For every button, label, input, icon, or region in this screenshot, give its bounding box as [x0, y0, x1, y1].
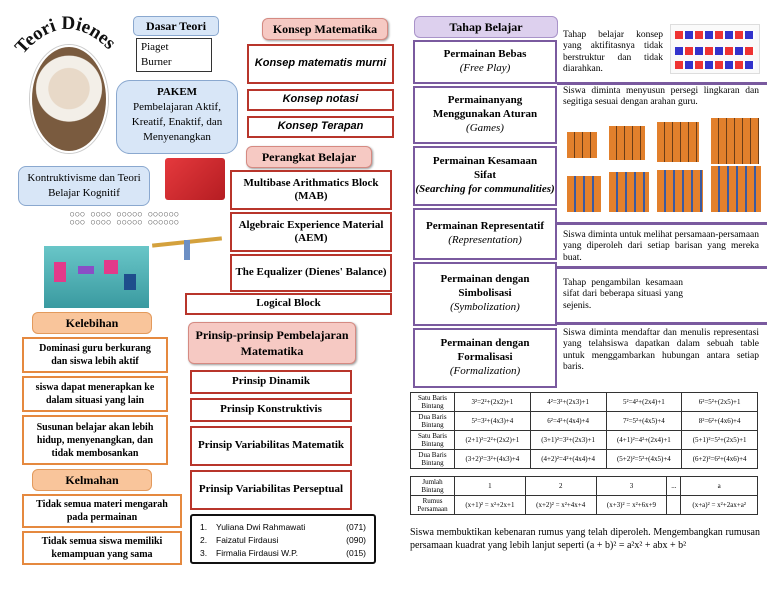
dot-pattern-image: ○○○ ○○○○ ○○○○○ ○○○○○○○○○ ○○○○ ○○○○○ ○○○○…: [70, 210, 180, 226]
kelemahan-heading: Kelmahan: [32, 469, 152, 491]
stage-desc: Siswa diminta menyusun persegi lingkaran…: [563, 86, 759, 108]
stage-desc: Siswa diminta untuk melihat persamaan-pe…: [563, 230, 759, 263]
dasar-teori-heading: Dasar Teori: [133, 16, 219, 36]
balance-image: [151, 222, 223, 262]
logical-block-image: [44, 246, 149, 308]
prinsip-item: Prinsip Dinamik: [190, 370, 352, 394]
prinsip-heading: Prinsip-prinsip Pembelajaran Matematika: [188, 322, 356, 364]
stage-box: Permainan Representatif(Representation): [413, 208, 557, 260]
perangkat-item: Multibase Arithmatics Block (MAB): [230, 170, 392, 210]
kelebihan-item: siswa dapat menerapkan ke dalam situasi …: [22, 376, 168, 412]
dasar-teori-item: Burner: [141, 56, 172, 68]
konsep-heading: Konsep Matematika: [262, 18, 388, 40]
dienes-portrait: [30, 45, 108, 153]
table-representasi: Satu Baris Bintang(2+1)²=2²+(2x2)+1(3+1)…: [410, 430, 758, 469]
konsep-item: Konsep notasi: [247, 89, 394, 111]
konstruktivisme-box: Kontruktivisme dan Teori Belajar Kogniti…: [18, 166, 150, 206]
kelebihan-heading: Kelebihan: [32, 312, 152, 334]
stage-desc: Siswa diminta mendaftar dan menulis repr…: [563, 328, 759, 373]
pakem-body: Pembelajaran Aktif, Kreatif, Enaktif, da…: [131, 101, 223, 143]
pakem-box: PAKEM Pembelajaran Aktif, Kreatif, Enakt…: [116, 80, 238, 154]
stage-box: Permainan Bebas(Free Play): [413, 40, 557, 84]
prinsip-item: Prinsip Konstruktivis: [190, 398, 352, 422]
kelemahan-item: Tidak semua materi mengarah pada permain…: [22, 494, 182, 528]
pakem-heading: PAKEM: [156, 86, 198, 98]
perangkat-item: The Equalizer (Dienes' Balance): [230, 254, 392, 292]
free-play-image: [670, 24, 760, 74]
games-shapes-image: [565, 118, 761, 218]
table-row: Rumus Persamaan(x+1)² = x²+2x+1(x+2)² = …: [410, 495, 758, 515]
perangkat-item: Logical Block: [185, 293, 392, 315]
konsep-item: Konsep Terapan: [247, 116, 394, 138]
stage-desc: Tahap belajar konsep yang aktifitasnya t…: [563, 30, 663, 75]
tahap-heading: Tahap Belajar: [414, 16, 558, 38]
kelebihan-item: Dominasi guru berkurang dan siswa lebih …: [22, 337, 168, 373]
dasar-teori-item: Piaget: [141, 41, 169, 53]
prinsip-item: Prinsip Variabilitas Matematik: [190, 426, 352, 466]
table-row: Dua Baris Bintang(3+2)²=3²+(4x3)+4(4+2)²…: [410, 449, 758, 469]
divider: [557, 322, 767, 325]
stage-desc: Tahap pengambilan kesamaan sifat dari be…: [563, 278, 683, 311]
perangkat-heading: Perangkat Belajar: [246, 146, 372, 168]
author-row: 3.Firmalia Firdausi W.P.(015): [200, 548, 366, 558]
perangkat-item: Algebraic Experience Material (AEM): [230, 212, 392, 252]
kelemahan-item: Tidak semua siswa memiliki kemampuan yan…: [22, 531, 182, 565]
kelebihan-item: Susunan belajar akan lebih hidup, menyen…: [22, 415, 168, 465]
divider: [557, 222, 767, 225]
mab-blocks-image: [165, 158, 225, 200]
footer-text: Siswa membuktikan kebenaran rumus yang t…: [410, 527, 760, 551]
authors-box: 1.Yuliana Dwi Rahmawati(071) 2.Faizatul …: [190, 514, 376, 564]
konsep-item: Konsep matematis murni: [247, 44, 394, 84]
prinsip-item: Prinsip Variabilitas Perseptual: [190, 470, 352, 510]
dasar-teori-list: Piaget Burner: [136, 38, 212, 72]
author-row: 1.Yuliana Dwi Rahmawati(071): [200, 522, 366, 532]
author-row: 2.Faizatul Firdausi(090): [200, 535, 366, 545]
divider: [557, 266, 767, 269]
divider: [557, 82, 767, 85]
table-row: Satu Baris Bintang(2+1)²=2²+(2x2)+1(3+1)…: [410, 430, 758, 450]
